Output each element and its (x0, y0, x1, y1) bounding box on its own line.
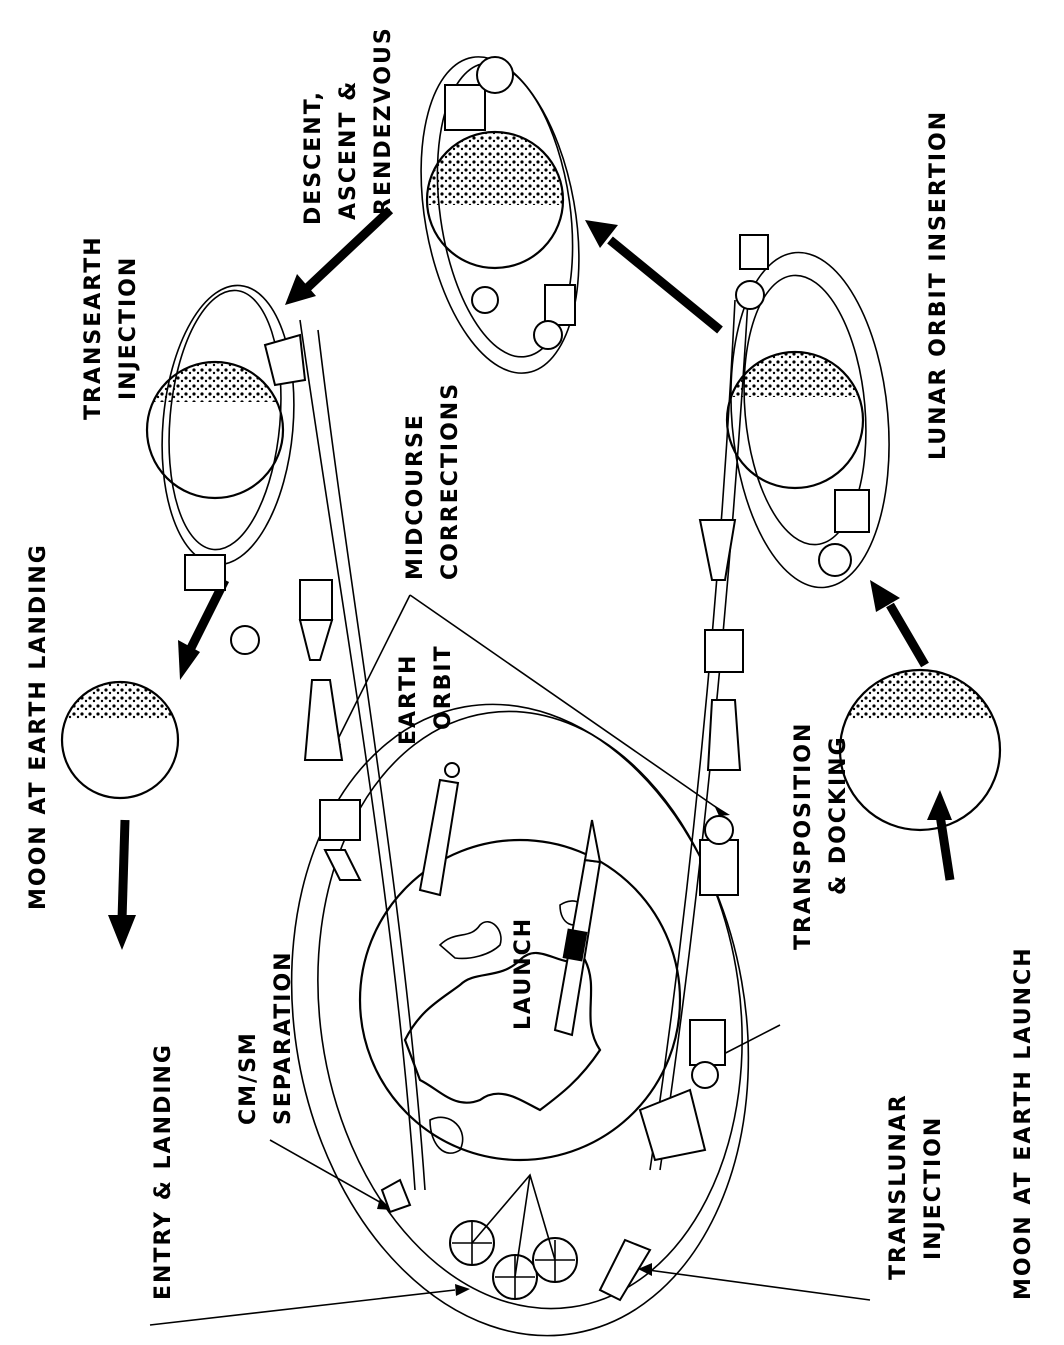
moon-transearth (145, 284, 295, 566)
label-entry-landing: ENTRY & LANDING (151, 1043, 176, 1300)
label-transposition-2: & DOCKING (826, 735, 851, 895)
label-cm-sm-2: SEPARATION (271, 950, 296, 1125)
earth (358, 838, 682, 1162)
labels: MOON AT EARTH LANDING MOON AT EARTH LAUN… (26, 26, 1036, 1300)
label-descent-2: ASCENT & (336, 80, 361, 220)
label-earth-orbit-1: EARTH (396, 654, 421, 745)
label-transearth-1: TRANSEARTH (81, 235, 106, 420)
label-midcourse-1: MIDCOURSE (403, 413, 428, 580)
flow-arrows (108, 206, 955, 950)
label-launch: LAUNCH (511, 917, 536, 1030)
moon-descent-ascent (420, 56, 580, 374)
label-moon-at-earth-launch: MOON AT EARTH LAUNCH (1011, 946, 1036, 1300)
label-transearth-2: INJECTION (116, 256, 141, 400)
moon-at-earth-landing (60, 680, 180, 800)
label-transposition-1: TRANSPOSITION (791, 722, 816, 950)
label-translunar-2: INJECTION (921, 1116, 946, 1260)
label-translunar-1: TRANSLUNAR (886, 1093, 911, 1280)
moon-at-earth-launch (838, 668, 1002, 832)
label-midcourse-2: CORRECTIONS (438, 382, 463, 580)
label-earth-orbit-2: ORBIT (431, 644, 456, 730)
label-descent-1: DESCENT, (301, 90, 326, 225)
spacecraft-sketches (184, 56, 870, 1302)
label-cm-sm-1: CM/SM (236, 1031, 261, 1125)
label-moon-at-earth-landing: MOON AT EARTH LANDING (26, 543, 51, 910)
earth-orbit-path (317, 710, 743, 1310)
label-lunar-orbit-insertion: LUNAR ORBIT INSERTION (926, 110, 951, 460)
label-descent-3: RENDEZVOUS (371, 26, 396, 215)
